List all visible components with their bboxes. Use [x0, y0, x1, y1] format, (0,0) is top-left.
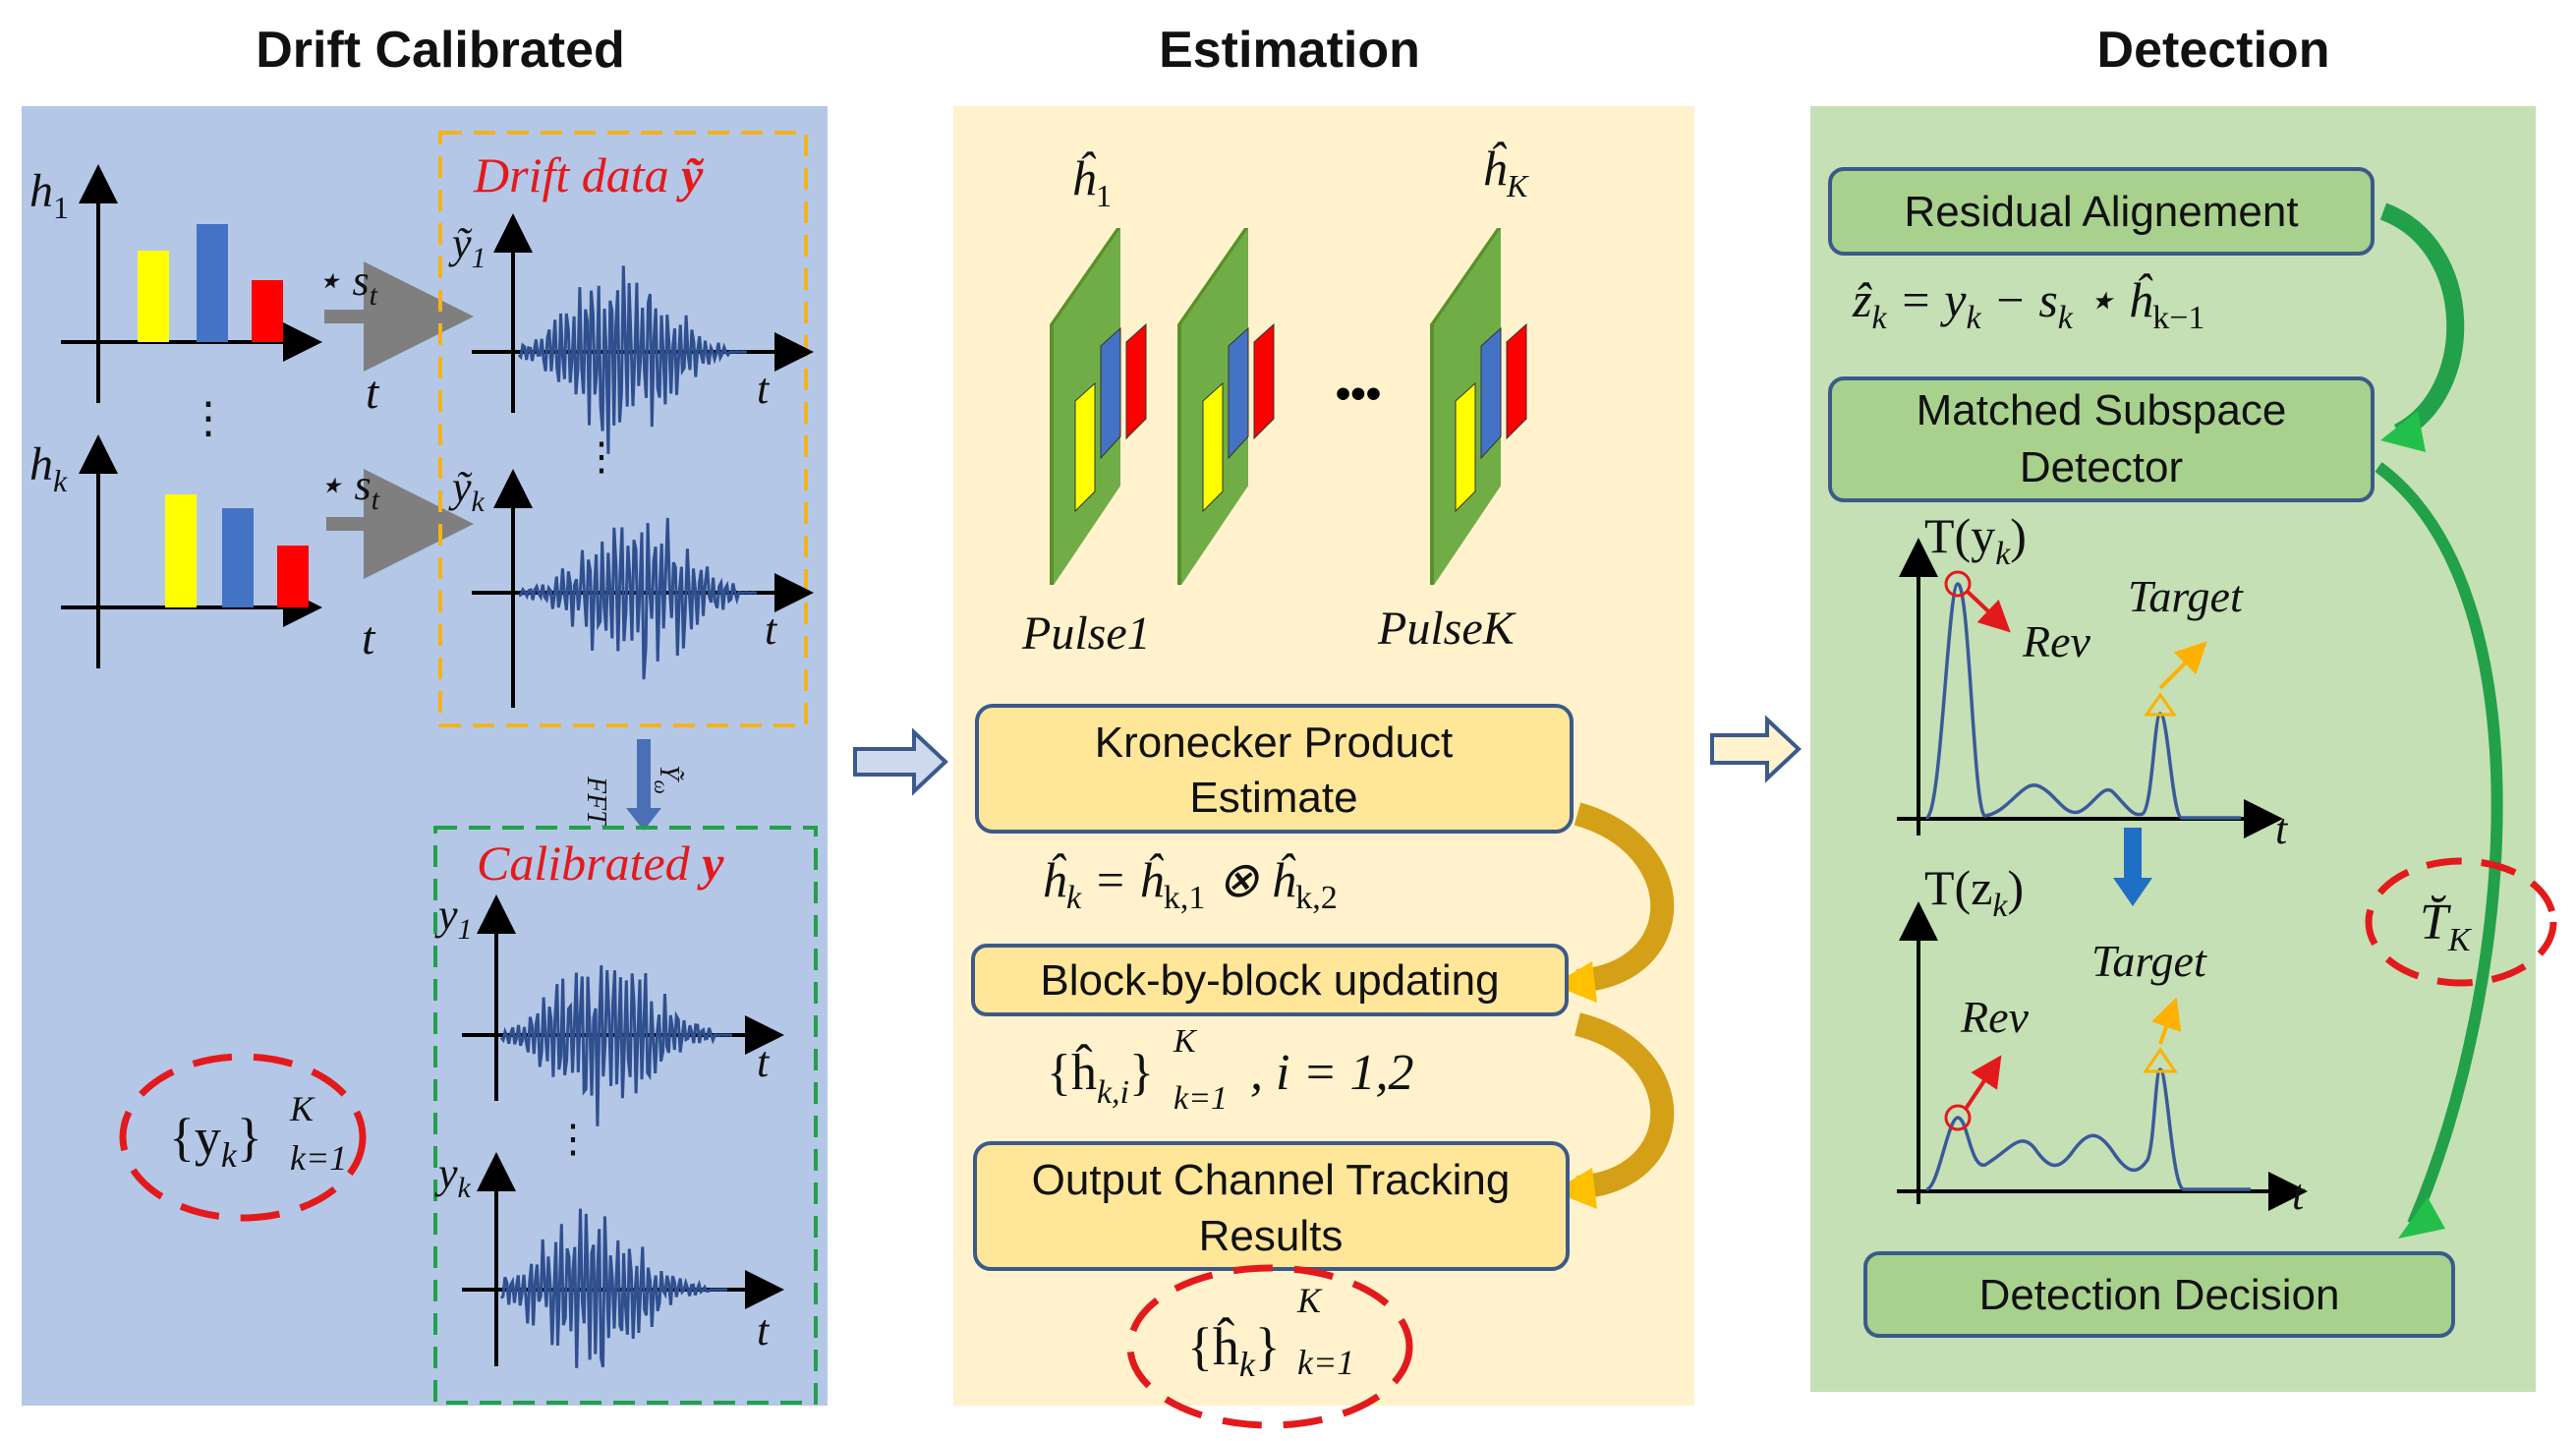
y-set-sup: K [289, 1089, 315, 1128]
t-axis-label-hk: t [362, 612, 376, 664]
h-set-label: {ĥk} [1187, 1316, 1281, 1384]
h-set-highlight [1126, 1264, 1413, 1429]
convolve-label-k: ⋆ st [316, 461, 380, 516]
TK-highlight [2365, 857, 2557, 987]
y-set-highlight [119, 1053, 367, 1222]
pulse1-label: Pulse1 [1021, 607, 1151, 660]
pulseK-label: PulseK [1377, 603, 1517, 655]
vertical-dots-drift: ⋮ [582, 434, 621, 479]
calibrated-box [433, 826, 818, 1405]
arrow-to-detection [1710, 715, 1802, 783]
calibrated-wave-k [462, 1152, 784, 1368]
y-omega-label: Ỹω [650, 765, 684, 794]
curved-arrow-1 [1574, 802, 1675, 993]
t-label-calib-k: t [757, 1306, 771, 1355]
y1-label: y1 [434, 891, 473, 946]
vertical-dots: ⋮ [187, 394, 230, 442]
h1-label: h1 [29, 165, 69, 225]
pulse-ellipsis: ••• [1336, 370, 1381, 418]
y-set-lower: k=1 [290, 1138, 347, 1178]
curved-arrow-2-head [1553, 1168, 1597, 1209]
fft-arrowhead [626, 808, 661, 831]
rev-label-1: Rev [2022, 616, 2091, 666]
detection-panel-title: Detection [2097, 22, 2330, 79]
blue-down-arrowhead [2113, 878, 2152, 906]
T-z-plot [1897, 901, 2308, 1211]
rev-label-2: Rev [1960, 992, 2030, 1042]
kronecker-box-line2: Estimate [1189, 774, 1357, 822]
h1-bar-plot [61, 164, 322, 403]
block-update-box [971, 944, 1569, 1016]
output-tracking-line2: Results [1199, 1212, 1344, 1260]
matched-subspace-line2: Detector [2020, 443, 2183, 491]
green-arrow-long [2375, 462, 2503, 1227]
h-set-sup: K [1296, 1281, 1323, 1320]
curved-arrow-2 [1574, 1012, 1675, 1199]
T-z-label: T(zk) [1924, 860, 2024, 924]
green-arrow-long-head [2398, 1197, 2445, 1239]
t-label-Tz: t [2292, 1171, 2306, 1219]
drift-wave-1 [472, 213, 814, 454]
detection-panel [1810, 106, 2536, 1392]
target-label-1: Target [2128, 571, 2244, 621]
vertical-dots-calib: ⋮ [553, 1117, 593, 1161]
hk-label: hk [29, 438, 68, 498]
calibrated-title: Calibrated y [477, 836, 724, 891]
block-update-label: Block-by-block updating [1040, 956, 1499, 1005]
T-y-label: T(yk) [1924, 508, 2027, 572]
h-set-lower: k=1 [1297, 1343, 1354, 1382]
matched-subspace-line1: Matched Subspace [1917, 386, 2287, 434]
detection-decision-label: Detection Decision [1979, 1271, 2340, 1319]
calibrated-wave-1 [462, 894, 784, 1126]
green-arrow-1-head [2380, 411, 2426, 452]
t-axis-label-h1: t [366, 367, 380, 419]
green-arrow-1 [2379, 202, 2465, 441]
drift-data-box [438, 131, 808, 727]
h1-hat-label: ĥ1 [1071, 150, 1112, 213]
block-update-equation: {ĥk,i} [1047, 1043, 1154, 1111]
y-set-label: {yk} [169, 1108, 262, 1175]
t-label-drift-1: t [757, 365, 771, 413]
hk-bar-plot [61, 434, 322, 668]
pulse-cards [1050, 228, 1527, 585]
detection-decision-box [1863, 1251, 2455, 1338]
kronecker-estimate-box [975, 704, 1574, 834]
residual-equation: ẑk = yk − sk ⋆ ĥk−1 [1852, 272, 2204, 336]
residual-alignment-label: Residual Alignement [1904, 188, 2298, 236]
estimation-panel-title: Estimation [1159, 22, 1420, 79]
t-label-calib-1: t [757, 1038, 771, 1086]
drift-panel-title: Drift Calibrated [256, 22, 625, 79]
drift-data-title: Drift data ỹ [473, 147, 705, 202]
TK-label: T̆K [2420, 894, 2473, 958]
t-label-Ty: t [2275, 805, 2289, 853]
hK-hat-label: ĥK [1482, 141, 1529, 203]
output-tracking-line1: Output Channel Tracking [1032, 1156, 1511, 1204]
curved-arrow-1-head [1553, 961, 1597, 1003]
yk-label: yk [434, 1149, 472, 1204]
fft-label: FFT [581, 776, 611, 828]
T-y-plot [1897, 538, 2283, 838]
y1-tilde-label: ỹ1 [448, 219, 487, 274]
arrow-to-estimation [853, 727, 948, 796]
drift-wave-k [472, 469, 814, 708]
eq2-rest: , i = 1,2 [1250, 1045, 1414, 1101]
kronecker-equation: ĥk = ĥk,1 ⊗ ĥk,2 [1042, 852, 1338, 916]
residual-alignment-box [1828, 167, 2375, 256]
yk-tilde-label: ỹk [448, 463, 486, 518]
t-label-drift-k: t [765, 605, 778, 654]
matched-subspace-box [1828, 376, 2375, 502]
kronecker-box-line1: Kronecker Product [1095, 719, 1453, 767]
eq2-sup: K [1173, 1023, 1198, 1060]
convolve-label-1: ⋆ st [315, 257, 378, 312]
eq2-lower: k=1 [1174, 1080, 1228, 1117]
target-label-2: Target [2091, 936, 2207, 986]
